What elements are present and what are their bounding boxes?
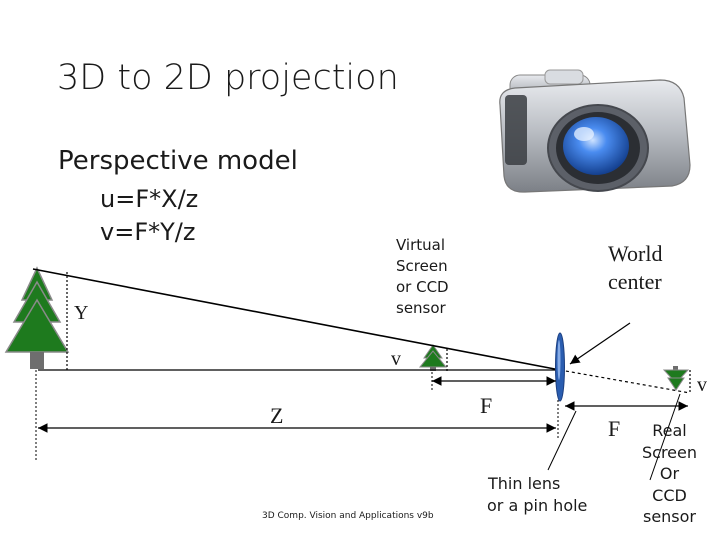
virtual-screen-line-2: Screen — [396, 257, 448, 275]
equation-u: u=F*X/z — [100, 185, 199, 213]
tree-icon — [4, 266, 70, 369]
projection-ray — [32, 268, 561, 371]
lens-label-line-2: or a pin hole — [487, 496, 588, 515]
world-center-arrow — [569, 322, 631, 365]
v-label-left: v — [391, 348, 401, 370]
real-screen-line-1: Real — [652, 421, 687, 440]
lens-icon — [555, 332, 565, 402]
equation-v: v=F*Y/z — [100, 218, 196, 246]
y-label: Y — [74, 302, 89, 324]
lens-label-pointer — [547, 410, 577, 471]
real-screen-label: Real Screen Or CCD sensor — [642, 420, 697, 528]
real-screen-line-2: Screen — [642, 442, 698, 462]
world-center-label: World center — [608, 240, 662, 296]
z-label: Z — [270, 403, 284, 428]
slide-title: 3D to 2D projection — [57, 58, 399, 98]
footer-text: 3D Comp. Vision and Applications v9b — [262, 511, 434, 521]
lens-label: Thin lens or a pin hole — [487, 473, 587, 517]
tree-icon — [662, 366, 690, 391]
virtual-screen-label: Virtual Screen or CCD sensor — [396, 235, 449, 319]
virtual-screen-line-1: Virtual — [396, 236, 446, 254]
slide-subtitle: Perspective model — [58, 146, 298, 176]
virtual-screen-line-4: sensor — [396, 299, 446, 317]
f-label-left: F — [480, 393, 493, 418]
world-center-line-2: center — [608, 269, 662, 294]
world-center-line-1: World — [608, 241, 663, 266]
real-screen-line-4: CCD — [652, 485, 687, 505]
tree-icon — [418, 344, 448, 371]
v-label-right: v — [697, 374, 707, 396]
f-label-right: F — [608, 416, 621, 441]
real-screen-pointer — [649, 393, 681, 481]
projection-ray-extension — [559, 369, 691, 394]
real-screen-line-3: Or — [659, 464, 680, 483]
real-screen-line-5: sensor — [642, 507, 697, 526]
virtual-screen-line-3: or CCD — [396, 278, 449, 296]
camera-icon — [499, 69, 691, 193]
lens-label-line-1: Thin lens — [488, 474, 561, 493]
